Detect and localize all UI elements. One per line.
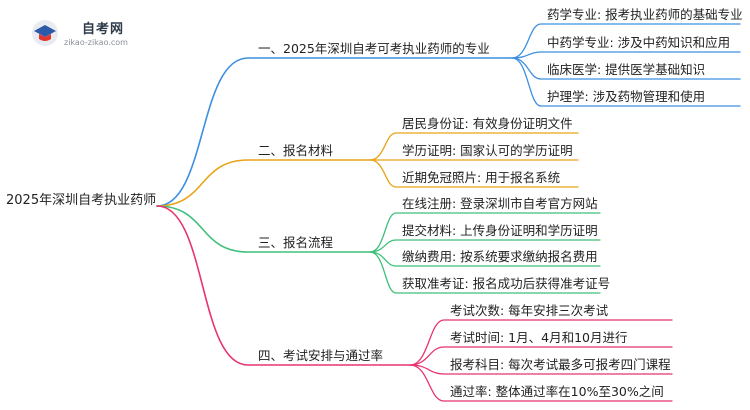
leaf-connector-4-4 <box>409 364 673 402</box>
graduation-cap-icon <box>32 20 58 46</box>
leaf-node-1-2: 中药学专业: 涉及中药知识和应用 <box>547 35 731 50</box>
branch-node-1: 一、2025年深圳自考可考执业药师的专业 <box>258 41 490 56</box>
leaf-node-3-3: 缴纳费用: 按系统要求缴纳报名费用 <box>402 249 598 264</box>
leaf-connector-3-2 <box>369 239 601 253</box>
leaf-node-2-3: 近期免冠照片: 用于报名系统 <box>402 170 561 185</box>
branch-connector-2 <box>156 159 371 207</box>
leaf-node-3-2: 提交材料: 上传身份证明和学历证明 <box>402 223 598 238</box>
leaf-node-1-3: 临床医学: 提供医学基础知识 <box>547 62 706 77</box>
leaf-node-2-1: 居民身份证: 有效身份证明文件 <box>402 116 573 131</box>
logo-url: zikao-zikao.com <box>64 38 128 47</box>
leaf-node-3-4: 获取准考证: 报名成功后获得准考证号 <box>402 276 611 291</box>
leaf-node-4-2: 考试时间: 1月、4月和10月进行 <box>450 330 628 345</box>
leaf-node-1-1: 药学专业: 报考执业药师的基础专业 <box>547 7 743 22</box>
branch-connector-1 <box>156 57 513 207</box>
leaf-connector-2-1 <box>369 132 579 161</box>
leaf-node-4-1: 考试次数: 每年安排三次考试 <box>450 303 609 318</box>
leaf-connector-1-1 <box>511 23 741 59</box>
branch-connector-4 <box>156 205 411 366</box>
branch-node-4: 四、考试安排与通过率 <box>258 348 384 363</box>
leaf-connector-4-1 <box>409 319 673 366</box>
leaf-connector-1-2 <box>511 51 741 59</box>
leaf-node-3-1: 在线注册: 登录深圳市自考官方网站 <box>402 196 598 211</box>
leaf-connector-4-2 <box>409 346 673 366</box>
leaf-node-2-2: 学历证明: 国家认可的学历证明 <box>402 143 573 158</box>
leaf-connector-3-4 <box>369 251 601 294</box>
site-logo: 自考网 zikao-zikao.com <box>30 14 160 54</box>
leaf-connector-2-3 <box>369 159 579 188</box>
branch-node-3: 三、报名流程 <box>258 235 334 250</box>
leaf-node-4-3: 报考科目: 每次考试最多可报考四门课程 <box>450 357 671 372</box>
branch-connector-3 <box>156 205 371 253</box>
branch-node-2: 二、报名材料 <box>258 143 334 158</box>
logo-name: 自考网 <box>82 22 125 37</box>
leaf-node-4-4: 通过率: 整体通过率在10%至30%之间 <box>450 384 664 399</box>
leaf-node-1-4: 护理学: 涉及药物管理和使用 <box>547 89 706 104</box>
leaf-connector-4-3 <box>409 364 673 375</box>
root-node: 2025年深圳自考执业药师 <box>6 193 157 208</box>
leaf-connector-1-4 <box>511 57 741 107</box>
leaf-connector-3-1 <box>369 212 601 253</box>
